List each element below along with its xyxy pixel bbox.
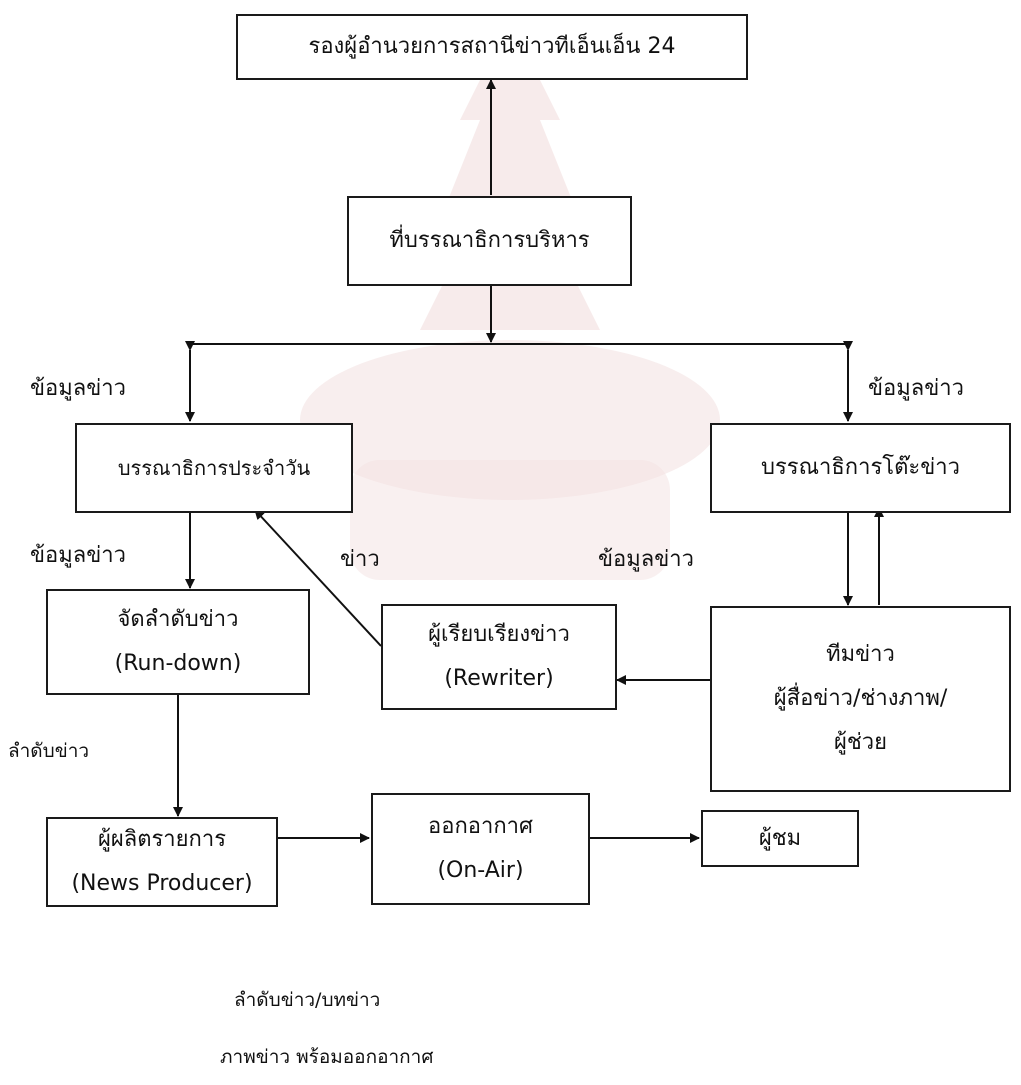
node-audience: ผู้ชม: [701, 810, 859, 867]
node-rewriter: ผู้เรียบเรียงข่าว (Rewriter): [381, 604, 617, 710]
label-news-info-daily-to-rundown: ข้อมูลข่าว: [30, 543, 126, 568]
node-executive-advisor-label: ที่บรรณาธิการบริหาร: [389, 228, 590, 253]
node-audience-label: ผู้ชม: [758, 825, 802, 851]
node-news-desk-editor: บรรณาธิการโต๊ะข่าว: [710, 423, 1011, 513]
node-producer-line1: ผู้ผลิตรายการ: [97, 827, 227, 852]
node-on-air-line1: ออกอากาศ: [428, 814, 533, 839]
node-rewriter-line1: ผู้เรียบเรียงข่าว: [428, 622, 570, 647]
node-news-team-line2: ผู้สื่อข่าว/ช่างภาพ/: [773, 686, 948, 711]
node-rewriter-line2: (Rewriter): [444, 666, 554, 691]
label-news-info-desk-to-team: ข้อมูลข่าว: [598, 547, 694, 572]
node-rundown-line2: (Run-down): [114, 651, 242, 676]
label-footage-ready: ภาพข่าว พร้อมออกอากาศ: [220, 1046, 434, 1068]
node-executive-advisor: ที่บรรณาธิการบริหาร: [347, 196, 632, 286]
node-daily-editor: บรรณาธิการประจำวัน: [75, 423, 353, 513]
label-news-info-left: ข้อมูลข่าว: [30, 376, 126, 401]
label-news-info-right: ข้อมูลข่าว: [868, 376, 964, 401]
node-rundown: จัดลำดับข่าว (Run-down): [46, 589, 310, 695]
node-deputy-director-label: รองผู้อำนวยการสถานีข่าวทีเอ็นเอ็น 24: [308, 34, 676, 59]
node-on-air-line2: (On-Air): [437, 858, 524, 883]
node-news-team-line1: ทีมข่าว: [826, 642, 895, 667]
node-news-desk-editor-label: บรรณาธิการโต๊ะข่าว: [761, 455, 960, 480]
node-producer: ผู้ผลิตรายการ (News Producer): [46, 817, 278, 907]
node-rundown-line1: จัดลำดับข่าว: [117, 607, 239, 632]
label-news-order: ลำดับข่าว: [8, 740, 90, 762]
node-deputy-director: รองผู้อำนวยการสถานีข่าวทีเอ็นเอ็น 24: [236, 14, 748, 80]
node-on-air: ออกอากาศ (On-Air): [371, 793, 590, 905]
node-daily-editor-label: บรรณาธิการประจำวัน: [117, 456, 311, 480]
label-order-script: ลำดับข่าว/บทข่าว: [234, 989, 381, 1011]
arrow-rewriter-to-daily: [254, 509, 382, 647]
node-news-team-line3: ผู้ช่วย: [833, 730, 888, 755]
node-producer-line2: (News Producer): [71, 871, 253, 896]
label-news-from-rewriter: ข่าว: [340, 547, 380, 572]
node-news-team: ทีมข่าว ผู้สื่อข่าว/ช่างภาพ/ ผู้ช่วย: [710, 606, 1011, 792]
